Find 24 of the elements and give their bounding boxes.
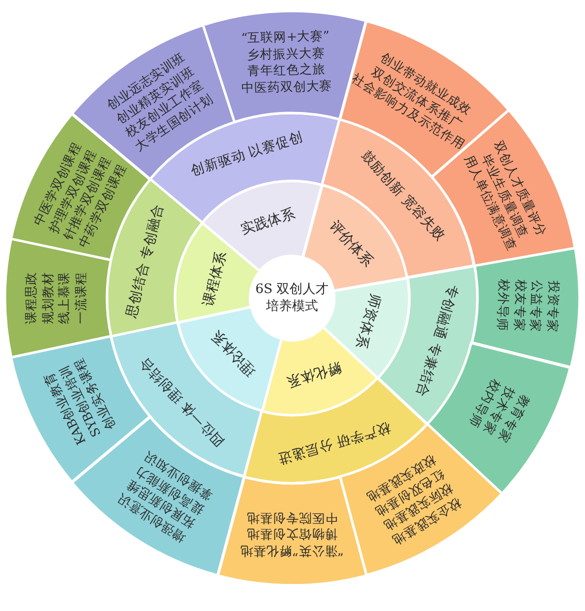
item-label: 投资专家	[544, 280, 562, 334]
principle-label: 创新驱动 以赛促创	[188, 128, 305, 180]
item-label: 乡村振兴大赛	[245, 44, 326, 62]
item-label: 课程思政	[23, 272, 39, 324]
system-label: 课程体系	[199, 249, 230, 308]
principle-label: 校产学研 分层递进	[275, 418, 392, 468]
item-label: 规划教材	[40, 272, 56, 324]
item-label: 线上慕课	[56, 272, 72, 324]
system-label: 孵化体系	[284, 358, 344, 391]
item-label: 校友专家	[510, 280, 529, 332]
item-label: 公益专家	[527, 280, 546, 333]
item-label: 一流课程	[72, 272, 88, 324]
item-label: 中医药双创大赛	[240, 77, 332, 96]
item-label: 校外导师	[494, 279, 512, 332]
center-label: 6S 双创人才培养模式	[255, 281, 329, 315]
item-label: “蒲公英”孵化基地	[240, 542, 344, 559]
item-label: 博物馆文创基地	[245, 526, 338, 542]
item-label: 中医院专创基地	[245, 510, 338, 526]
item-label: “互联网+大赛”	[240, 28, 330, 47]
item-label: 青年红色之旅	[246, 61, 326, 80]
principle-label: 专创融通 专兼结合	[412, 282, 462, 400]
system-label: 实践体系	[238, 205, 298, 240]
system-label: 师资体系	[352, 291, 385, 350]
principle-label: 思创结合 专创融合	[122, 202, 168, 320]
